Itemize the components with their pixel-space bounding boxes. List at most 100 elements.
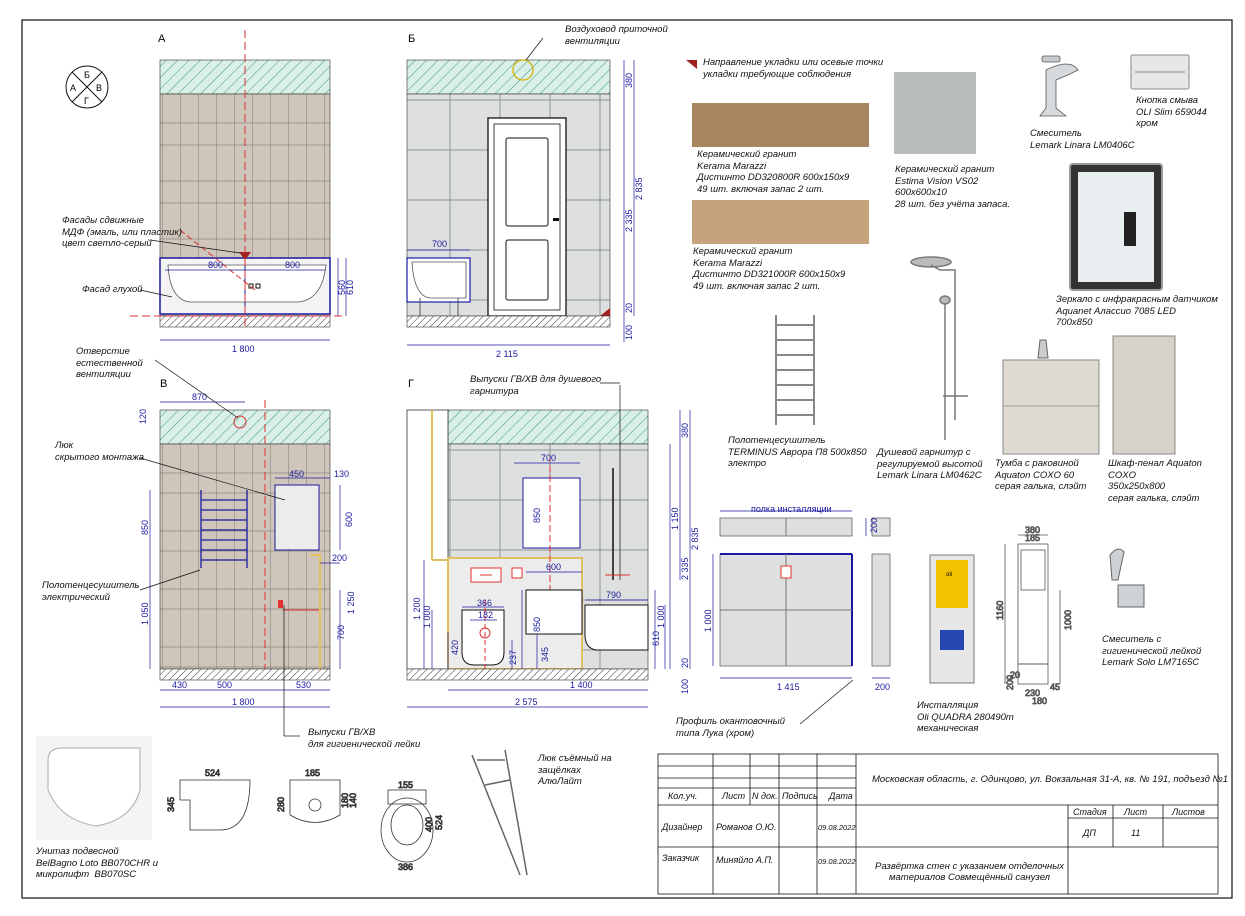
dim-g-1150: 1 150 [670, 507, 680, 530]
dim-g-237: 237 [508, 650, 518, 665]
material-install: Инсталляция Oli QUADRA 280490m механичес… [917, 700, 1014, 734]
laying-direction-icon [686, 60, 697, 69]
wc-top-w: 386 [398, 862, 413, 872]
dim-v-870: 870 [192, 392, 207, 402]
wc-side-drawing: 524 345 [166, 768, 251, 831]
tb-h-lists: Листов [1172, 807, 1205, 817]
dim-g-2575: 2 575 [515, 697, 538, 707]
material-mirror: Зеркало с инфракрасным датчиком Aquanet … [1056, 294, 1218, 328]
tb-r2-role: Заказчик [662, 853, 700, 863]
dim-g-790: 790 [606, 590, 621, 600]
hygienic-faucet-icon [1109, 548, 1145, 608]
material-tile2: Керамический гранит Kerama Marazzi Дисти… [693, 246, 846, 292]
tb-title: Развёртка стен с указанием отделочных ма… [875, 861, 1065, 883]
dim-v-200: 200 [332, 553, 347, 563]
view-label-v: В [160, 378, 167, 390]
install-brand: oli [946, 572, 952, 578]
dim-g-1200: 1 200 [412, 597, 422, 620]
dim-v-850: 850 [140, 520, 150, 535]
compass-n: Б [84, 70, 90, 80]
dim-b-380: 380 [624, 73, 634, 88]
dim-g-366: 366 [477, 598, 492, 608]
dim-a-800-r: 800 [285, 260, 300, 270]
inst-dim-e: 20 [1010, 670, 1020, 680]
material-flush: Кнопка смыва OLI Slim 659044 хром [1136, 95, 1207, 129]
dim-g-610: 610 [651, 631, 661, 646]
dim-v-1800: 1 800 [232, 697, 255, 707]
elevation-v: В 870 120 45 [138, 378, 356, 708]
compass-s: Г [84, 96, 89, 106]
dim-b-20: 20 [624, 303, 634, 313]
dim-g-2835: 2 835 [690, 527, 700, 550]
view-label-a: А [158, 33, 166, 45]
installation-icon: oli [929, 554, 975, 684]
compass-rose: Б А В Г [65, 65, 109, 109]
compass-w: А [70, 83, 76, 93]
dim-g-600: 600 [546, 562, 561, 572]
dim-g-420: 420 [450, 640, 460, 655]
label-towel-rail-electric: Полотенцесушитель электрический [42, 580, 140, 603]
sheet-frame [21, 19, 1233, 899]
dim-s-1000: 1 000 [703, 609, 713, 632]
wc-back-b: 180 [340, 793, 350, 808]
wc-top-l: 524 [434, 815, 444, 830]
dim-v-700: 700 [336, 625, 346, 640]
view-label-b: Б [408, 33, 415, 45]
dim-g-1000: 1 000 [422, 605, 432, 628]
dim-g-100: 100 [680, 679, 690, 694]
tb-h-doc: N док. [752, 791, 778, 801]
tb-h-stage: Стадия [1073, 807, 1107, 817]
compass-e: В [96, 83, 102, 93]
dim-a-560: 560 [337, 280, 347, 295]
dim-g-700: 700 [541, 453, 556, 463]
material-faucet: Смеситель Lemark Linara LM0406C [1030, 128, 1135, 151]
installation-drawing: 380 185 1160 1000 200 230 180 45 20 [995, 525, 1074, 707]
wc-back-drawing: 185 280 180 140 [276, 768, 358, 823]
label-vent-supply: Воздуховод приточной вентиляции [565, 24, 668, 47]
mirror-icon [1069, 163, 1163, 291]
wc-photo-icon [36, 736, 152, 840]
label-laying-direction: Направление укладки или осевые точки укл… [703, 57, 884, 80]
faucet-icon [1039, 55, 1079, 117]
dim-a-1800: 1 800 [232, 344, 255, 354]
dim-g-345: 345 [540, 647, 550, 662]
tb-r1-date: 09.08.2022 [818, 823, 856, 832]
install-shelf-drawing: 1 000 1 415 200 200 полка инсталляции [703, 504, 891, 692]
elevation-a: А 800 800 1 800 560 610 [130, 30, 355, 354]
tb-h-sheet: Лист [722, 791, 746, 801]
inst-dim-d: 45 [1050, 682, 1060, 692]
elevation-b: Б 700 2 115 380 2 335 2 835 20 100 [406, 33, 644, 359]
tb-r1-role: Дизайнер [662, 822, 703, 832]
dim-s-200a: 200 [875, 682, 890, 692]
vanity-icon [1002, 339, 1100, 455]
material-towel: Полотенцесушитель TERMINUS Аврора П8 500… [728, 435, 867, 469]
flush-button-icon [1130, 54, 1190, 90]
dim-g-1400: 1 400 [570, 680, 593, 690]
dim-v-430: 430 [172, 680, 187, 690]
wc-side-w: 524 [205, 768, 220, 778]
dim-b-2115: 2 115 [496, 349, 518, 359]
tb-h-date: Дата [829, 791, 853, 801]
elevation-g: Г [406, 378, 700, 708]
dim-v-1050: 1 050 [140, 602, 150, 625]
label-vent-natural: Отверстие естественной вентиляции [76, 346, 143, 380]
dim-b-2835: 2 835 [634, 177, 644, 200]
swatch-tile3 [894, 72, 976, 154]
tb-r1-name: Романов О.Ю. [716, 822, 777, 832]
label-facades-sliding: Фасады сдвижные МДФ (эмаль, или пластик)… [62, 215, 182, 249]
dim-g-380: 380 [680, 423, 690, 438]
install-shelf-label: полка инсталляции [751, 504, 832, 514]
dim-s-200b: 200 [869, 518, 879, 533]
shower-icon [910, 256, 968, 440]
tb-list: 11 [1131, 828, 1141, 838]
dim-v-530: 530 [296, 680, 311, 690]
material-vanity: Тумба с раковиной Aquaton COXO 60 серая … [995, 458, 1087, 492]
inst-dim-b: 230 [1025, 688, 1040, 698]
title-block-grid [657, 753, 1219, 895]
dim-v-500: 500 [217, 680, 232, 690]
cabinet-icon [1112, 335, 1176, 455]
inst-dim-a: 200 [1005, 675, 1015, 690]
material-hyg: Смеситель с гигиенической лейкой Lemark … [1102, 634, 1202, 668]
dim-v-1250: 1 250 [346, 591, 356, 614]
